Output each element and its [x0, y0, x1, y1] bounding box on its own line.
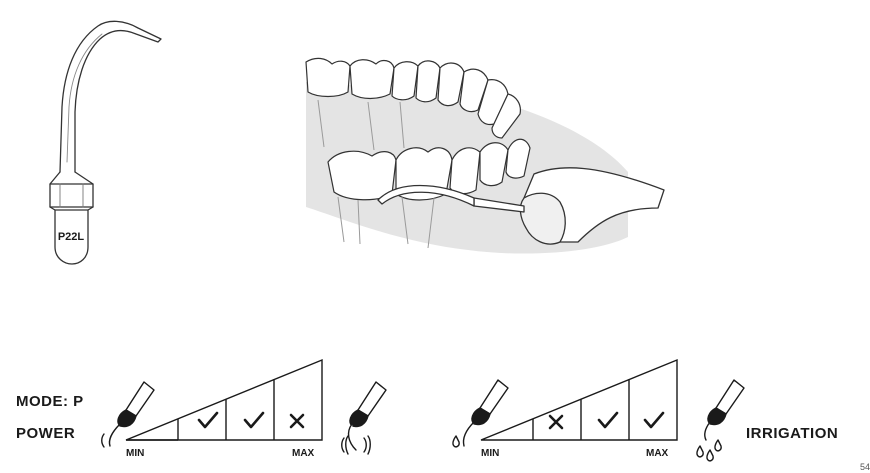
power-level-3-cross-icon: [288, 412, 306, 430]
handpiece-high-vibration-icon: [341, 381, 387, 455]
tip-illustration: P22L: [49, 20, 162, 265]
power-scale: [125, 358, 323, 441]
handpiece-low-vibration-icon: [101, 381, 155, 448]
power-level-1-check-icon: [196, 410, 220, 430]
irrigation-max-label: MAX: [646, 448, 669, 459]
irrigation-level-3-check-icon: [642, 410, 666, 430]
power-max-label: MAX: [292, 448, 315, 459]
page-number: 54: [859, 462, 870, 472]
irrigation-label: IRRIGATION: [746, 425, 839, 442]
power-level-2-check-icon: [242, 410, 266, 430]
irrigation-min-label: MIN: [481, 448, 500, 459]
power-label: POWER: [16, 425, 76, 442]
tip-model-label: P22L: [58, 231, 85, 243]
irrigation-level-2-check-icon: [596, 410, 620, 430]
irrigation-level-1-cross-icon: [547, 413, 565, 431]
handpiece-multi-drop-icon: [696, 379, 745, 462]
power-min-label: MIN: [126, 448, 145, 459]
mode-label: MODE: P: [16, 393, 84, 410]
irrigation-scale: [480, 358, 678, 441]
handpiece-single-drop-icon: [452, 379, 509, 448]
procedure-illustration: [305, 57, 665, 254]
